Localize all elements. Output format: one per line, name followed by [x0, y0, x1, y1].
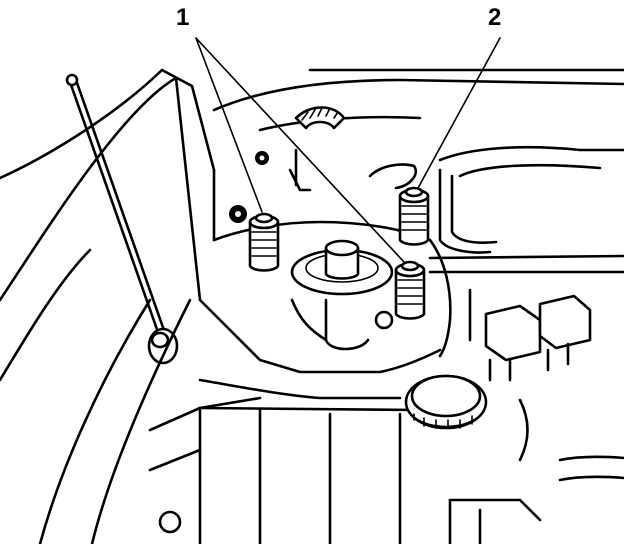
right-components: [448, 288, 624, 546]
small-fasteners: [229, 151, 269, 223]
vent-grille-icon: [294, 106, 346, 130]
cowl-area: [212, 68, 624, 274]
callout-label-2: 2: [488, 4, 502, 31]
stud-right: [398, 186, 430, 246]
reservoir-cap: [404, 374, 488, 430]
callout-label-1: 1: [176, 4, 190, 31]
bottom-fastener: [158, 510, 182, 534]
left-fender-outline: [0, 68, 216, 546]
strut-mount: [290, 239, 394, 351]
hood-prop-rod: [65, 73, 179, 365]
stud-left: [248, 212, 280, 272]
leader-lines: [195, 37, 501, 263]
stud-center: [394, 260, 426, 320]
